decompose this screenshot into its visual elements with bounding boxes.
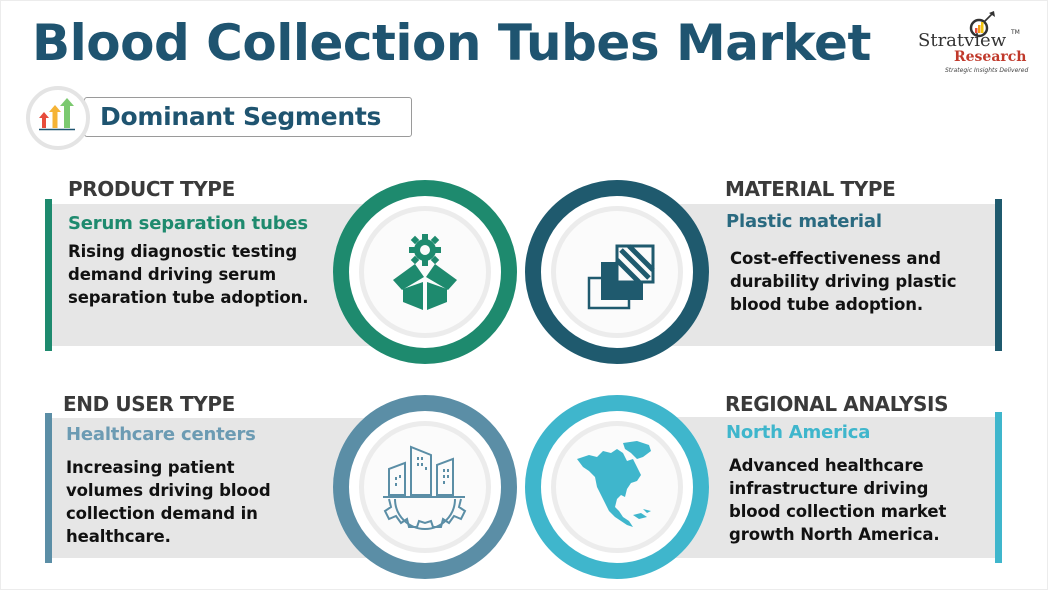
material-type-description: Cost-effectiveness and durability drivin… [730,249,957,314]
end-user-type-accent-bar [45,413,52,563]
buildings-gear-icon [383,445,467,530]
material-type-icon-ring [525,180,709,364]
section-label: Dominant Segments [100,102,382,131]
material-type-accent-bar [995,199,1002,351]
section-label-box [84,97,412,137]
north-america-map-icon [577,441,651,527]
product-type-dominant: Serum separation tubes [68,213,308,234]
regional-analysis-accent-bar [995,412,1002,563]
logo-brand: Stratview [918,30,1007,51]
logo-trademark: TM [1011,29,1020,36]
page-title: Blood Collection Tubes Market [32,14,871,72]
logo-sub-brand: Research [954,49,1027,65]
regional-analysis-icon-ring [525,395,709,579]
end-user-type-dominant: Healthcare centers [66,424,256,445]
end-user-type-icon-ring [333,395,517,579]
end-user-type-heading: END USER TYPE [63,392,235,416]
product-type-description: Rising diagnostic testing demand driving… [68,242,309,307]
regional-analysis-dominant: North America [726,422,871,443]
regional-analysis-description: Advanced healthcare infrastructure drivi… [729,456,947,544]
stratview-logo: Stratview TM Research Strategic Insights… [910,8,1040,78]
product-type-icon-ring [333,180,517,364]
magnifier-chart-icon [969,11,995,38]
end-user-type-description: Increasing patient volumes driving blood… [66,458,271,546]
regional-analysis-heading: REGIONAL ANALYSIS [725,392,949,416]
growth-arrows-icon [26,86,90,150]
product-type-accent-bar [45,199,52,351]
layers-icon [587,244,655,310]
material-type-dominant: Plastic material [726,211,882,232]
box-gear-icon [393,234,457,310]
material-type-heading: MATERIAL TYPE [725,177,896,201]
logo-tagline: Strategic Insights Delivered [945,67,1029,74]
product-type-heading: PRODUCT TYPE [68,177,235,201]
